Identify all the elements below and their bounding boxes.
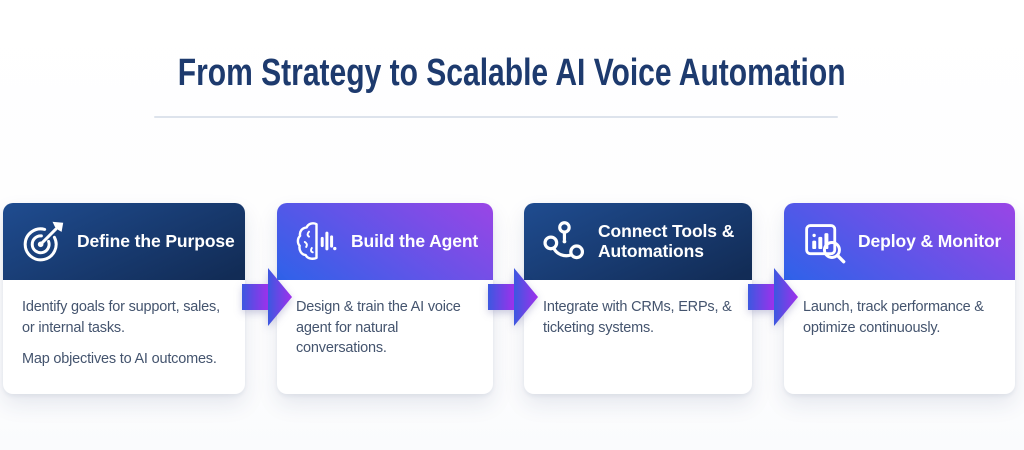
target-icon — [20, 219, 65, 264]
title-divider — [154, 116, 838, 118]
flow-arrow-icon — [748, 268, 798, 326]
page-title-text: From Strategy to Scalable AI Voice Autom… — [178, 52, 846, 94]
card-body: Design & train the AI voice agent for na… — [277, 280, 493, 359]
card-text: Launch, track performance & optimize con… — [803, 299, 984, 336]
card-header: Deploy & Monitor — [784, 203, 1015, 280]
card-header: Build the Agent — [277, 203, 493, 280]
card-header: Define the Purpose — [3, 203, 245, 280]
card-text: Identify goals for support, sales, or in… — [22, 299, 220, 336]
step-card-build-the-agent: Build the Agent Design & train the AI vo… — [277, 203, 493, 394]
step-card-define-the-purpose: Define the Purpose Identify goals for su… — [3, 203, 245, 394]
flow-arrow-icon — [242, 268, 292, 326]
card-text: Map objectives to AI outcomes. — [22, 351, 217, 368]
page-title: From Strategy to Scalable AI Voice Autom… — [0, 52, 1024, 95]
card-title: Connect Tools & Automations — [598, 220, 735, 261]
card-text: Integrate with CRMs, ERPs, & ticketing s… — [543, 299, 732, 336]
brain-voice-icon — [294, 219, 339, 264]
step-card-deploy-monitor: Deploy & Monitor Launch, track performan… — [784, 203, 1015, 394]
card-header: Connect Tools & Automations — [524, 203, 752, 280]
network-nodes-icon — [541, 219, 586, 264]
chart-magnifier-icon — [801, 219, 846, 264]
flow-arrow-icon — [488, 268, 538, 326]
card-title: Deploy & Monitor — [858, 230, 1002, 251]
card-title: Build the Agent — [351, 230, 479, 251]
step-card-connect-tools-automations: Connect Tools & Automations Integrate wi… — [524, 203, 752, 394]
card-body: Identify goals for support, sales, or in… — [3, 280, 245, 370]
card-body: Integrate with CRMs, ERPs, & ticketing s… — [524, 280, 752, 338]
card-body: Launch, track performance & optimize con… — [784, 280, 1015, 338]
card-text: Design & train the AI voice agent for na… — [296, 299, 461, 357]
card-title: Define the Purpose — [77, 230, 235, 251]
